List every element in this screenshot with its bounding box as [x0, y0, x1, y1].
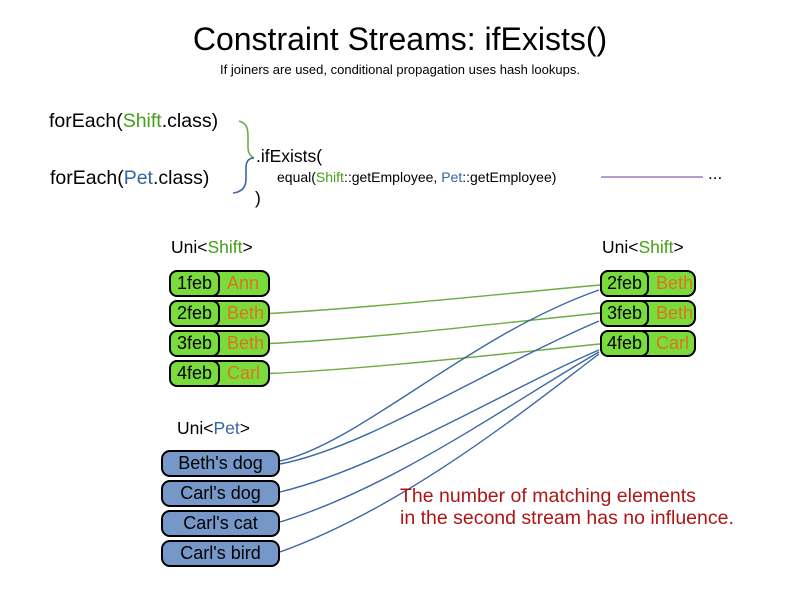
- shift-card: 2feb Beth: [169, 300, 270, 327]
- code-ifexists: .ifExists(: [256, 146, 323, 166]
- label-text: >: [242, 237, 253, 257]
- pet-class-token: Pet: [123, 167, 153, 189]
- shift-employee-cell: Beth: [656, 273, 694, 293]
- left-shift-stream-label: Uni<Shift>: [171, 237, 253, 258]
- slide-title: Constraint Streams: ifExists(): [192, 21, 608, 57]
- pet-type-token: Pet: [213, 418, 240, 438]
- right-shift-stream-label: Uni<Shift>: [602, 237, 684, 258]
- shift-employee-cell: Carl: [227, 363, 261, 383]
- shift-type-token: Shift: [638, 237, 674, 257]
- shift-employee-cell: Carl: [656, 333, 690, 353]
- shift-class-token: Shift: [315, 169, 344, 185]
- shift-card: 3feb Beth: [600, 300, 696, 327]
- note-line-1: The number of matching elements: [400, 485, 696, 507]
- pet-class-token: Pet: [441, 169, 463, 185]
- connector-blue-carlsdog-4feb: [279, 349, 600, 493]
- brace-top-green: [238, 120, 255, 159]
- pet-card: Carl's dog: [161, 480, 280, 507]
- pet-stream-table: Beth's dog Carl's dog Carl's cat Carl's …: [161, 450, 280, 570]
- shift-employee-cell: Beth: [656, 303, 694, 323]
- shift-card: 3feb Beth: [169, 330, 270, 357]
- shift-date-cell: 2feb: [169, 300, 220, 327]
- label-text: >: [239, 418, 250, 438]
- code-text: forEach(: [50, 167, 124, 189]
- label-text: Uni<: [177, 418, 214, 438]
- shift-card: 2feb Beth: [600, 270, 696, 297]
- code-text: .class): [152, 167, 210, 189]
- connector-green-4feb: [269, 343, 601, 375]
- pet-card: Carl's bird: [161, 540, 280, 567]
- shift-employee-cell: Beth: [227, 303, 265, 323]
- shift-date-cell: 1feb: [169, 270, 220, 297]
- label-text: Uni<: [602, 237, 639, 257]
- code-text: equal(: [277, 169, 316, 185]
- code-text: .class): [161, 110, 219, 132]
- connector-blue-bethsdog-2feb: [279, 289, 600, 462]
- shift-date-cell: 2feb: [600, 270, 649, 297]
- right-shift-stream-table: 2feb Beth 3feb Beth 4feb Carl: [600, 270, 696, 360]
- shift-date-cell: 4feb: [600, 330, 649, 357]
- code-foreach-pet: forEach(Pet.class): [50, 167, 209, 190]
- shift-employee-cell: Ann: [227, 273, 260, 293]
- shift-date-cell: 3feb: [600, 300, 649, 327]
- code-text: ::getEmployee,: [343, 169, 442, 185]
- connector-green-3feb: [269, 312, 601, 345]
- pet-card: Carl's cat: [161, 510, 280, 537]
- code-close-paren: ): [255, 188, 261, 208]
- note-line-2: in the second stream has no influence.: [400, 506, 734, 529]
- shift-card: 4feb Carl: [600, 330, 696, 357]
- connector-green-2feb: [269, 284, 601, 315]
- brace-bottom-blue: [232, 157, 255, 194]
- shift-class-token: Shift: [122, 110, 162, 132]
- shift-card: 1feb Ann: [169, 270, 270, 297]
- code-equal-joiner: equal(Shift::getEmployee, Pet::getEmploy…: [277, 169, 556, 185]
- connector-blue-bethsdog-3feb: [279, 320, 600, 465]
- label-text: >: [673, 237, 684, 257]
- note-text: The number of matching elements in the s…: [400, 485, 734, 529]
- shift-type-token: Shift: [207, 237, 243, 257]
- shift-employee-cell: Beth: [227, 333, 265, 353]
- label-text: Uni<: [171, 237, 208, 257]
- left-shift-stream-table: 1feb Ann 2feb Beth 3feb Beth 4feb Carl: [169, 270, 270, 390]
- shift-card: 4feb Carl: [169, 360, 270, 387]
- pet-card: Beth's dog: [161, 450, 280, 477]
- slide-subtitle: If joiners are used, conditional propaga…: [220, 62, 580, 77]
- code-text: ::getEmployee): [462, 169, 557, 185]
- shift-date-cell: 4feb: [169, 360, 220, 387]
- code-text: forEach(: [49, 110, 123, 132]
- shift-date-cell: 3feb: [169, 330, 220, 357]
- code-ellipsis: ...: [708, 164, 723, 183]
- code-foreach-shift: forEach(Shift.class): [49, 110, 218, 133]
- pet-stream-label: Uni<Pet>: [177, 418, 250, 439]
